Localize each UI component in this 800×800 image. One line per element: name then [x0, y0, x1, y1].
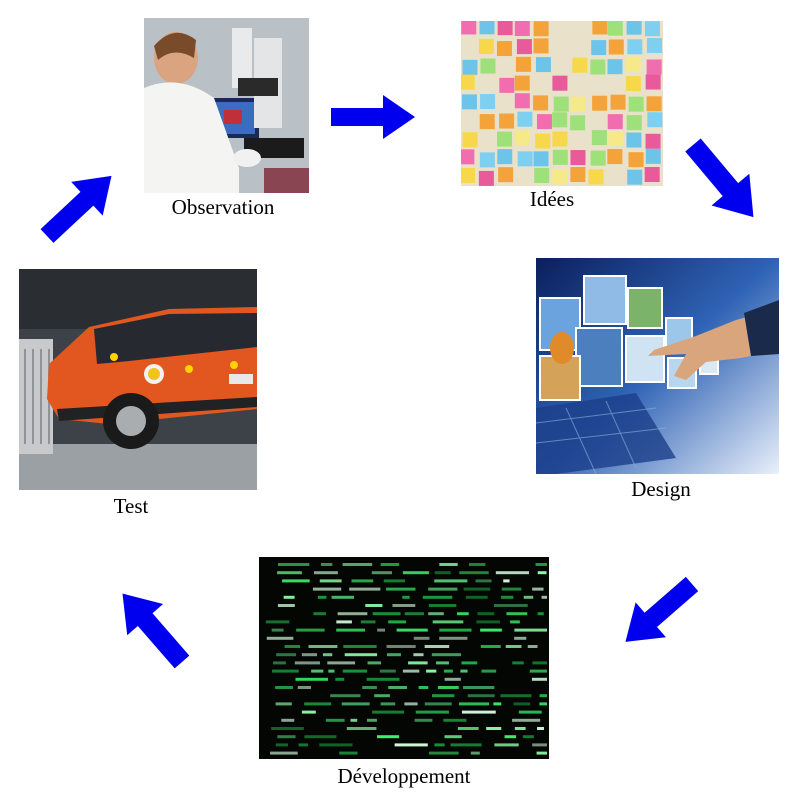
hand-touching-image-screens-photo	[536, 258, 779, 474]
stage-label-observation: Observation	[171, 195, 275, 219]
arrow-observation-to-idees	[331, 95, 415, 139]
stage-label-test: Test	[113, 494, 149, 518]
source-code-screen-photo	[259, 557, 549, 759]
stage-label-idees: Idées	[529, 187, 575, 211]
arrow-design-to-developpement	[610, 566, 708, 660]
stage-label-developpement: Développement	[337, 764, 471, 788]
sticky-notes-wall-photo	[461, 21, 663, 186]
stage-label-design: Design	[631, 477, 691, 501]
microscope-lab-photo	[144, 18, 309, 193]
car-crash-test-photo	[19, 269, 257, 490]
arrow-idees-to-design	[674, 129, 773, 233]
arrow-test-to-observation	[31, 158, 128, 253]
arrow-developpement-to-test	[104, 577, 200, 678]
